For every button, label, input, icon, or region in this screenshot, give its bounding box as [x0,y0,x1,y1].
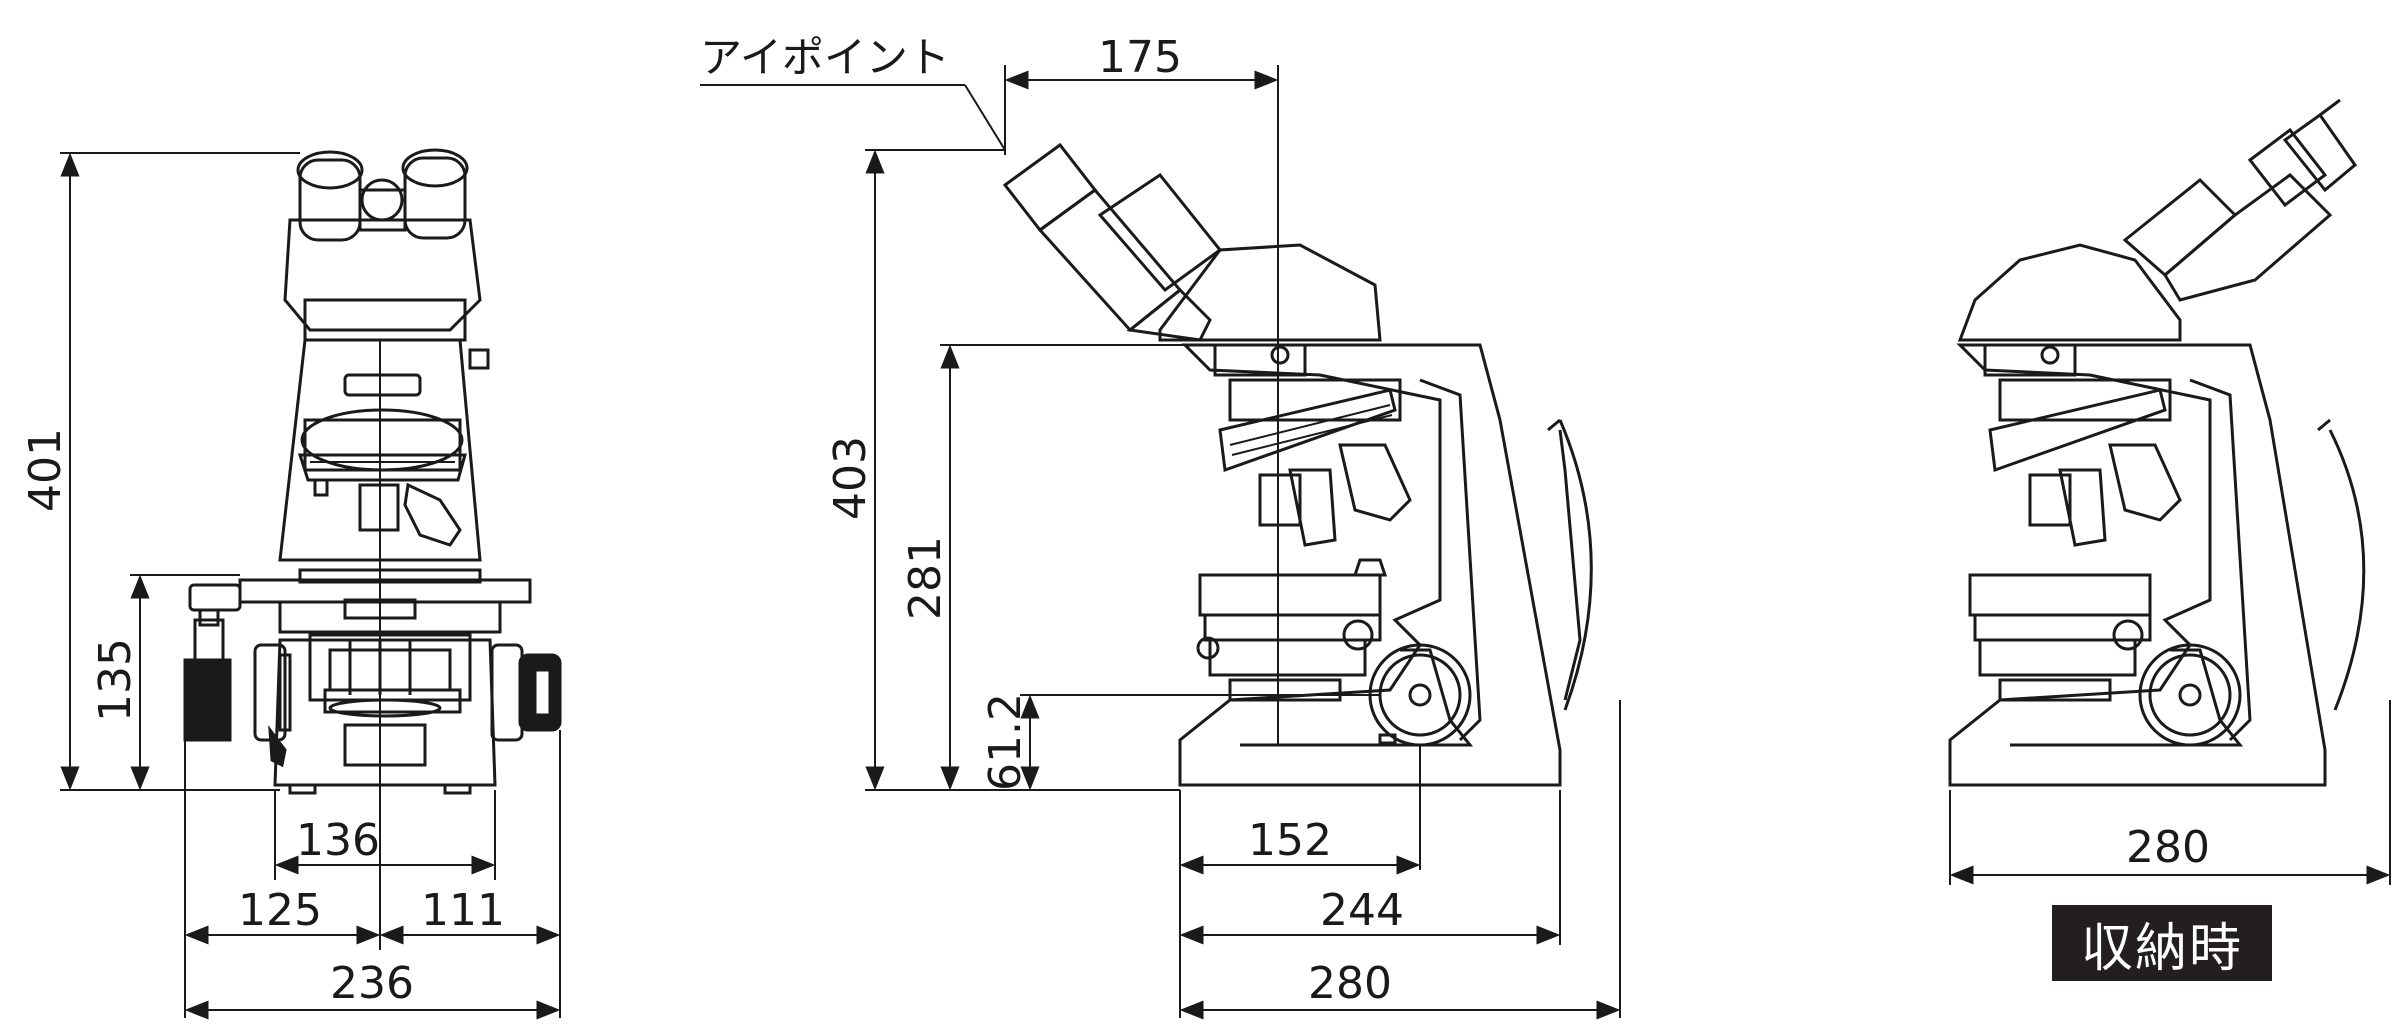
label-focus-knob-offset: 152 [1248,815,1332,866]
label-base-depth: 244 [1320,885,1404,936]
front-focus-knobs-illustration [183,608,562,768]
side-eyepieces-illustration [1002,142,1382,342]
side-handle-illustration [1547,418,1593,711]
front-view [183,148,562,795]
side-focus-knob-illustration [1368,643,1472,747]
stowed-arm-illustration [1948,343,2327,787]
side-dimension-labels: アイポイント 175 403 281 61.2 152 244 280 [700,32,1404,1009]
label-stowed-total-depth: 280 [2126,822,2210,873]
stowed-handle-illustration [2317,418,2366,711]
stowed-view [1948,98,2366,787]
stowed-badge-label: 収納時 [2080,918,2243,979]
stowed-dimensions [1949,700,2391,885]
side-view [1002,142,1593,787]
label-eyepoint-height: 403 [825,436,876,520]
label-front-right-extent: 111 [421,885,505,936]
label-focus-knob-height: 61.2 [980,693,1031,791]
stowed-eyepieces-illustration [1957,98,2358,342]
label-front-stage-height: 135 [90,638,141,722]
label-eyepoint: アイポイント [700,33,950,82]
front-dimensions [60,152,561,1020]
stowed-stage-illustration [1968,573,2152,702]
stowed-nosepiece-illustration [1988,378,2182,547]
front-dimension-labels: 401 135 136 125 111 236 [20,428,505,1009]
stowed-dimension-labels: 280 [2126,822,2210,873]
label-front-total-width: 236 [330,958,414,1009]
label-eyepoint-horizontal: 175 [1098,32,1182,83]
label-stage-top-height: 281 [900,536,951,620]
stowed-focus-knob-illustration [2138,643,2242,747]
front-body-illustration [278,338,490,562]
front-stage-illustration [188,568,532,795]
label-front-height: 401 [20,428,71,512]
label-front-left-extent: 125 [238,885,322,936]
side-stage-illustration [1196,558,1388,702]
stowed-badge: 収納時 [2052,905,2272,981]
side-nosepiece-illustration [1218,378,1412,547]
side-dimensions [700,65,1621,1020]
label-front-base-width: 136 [296,815,380,866]
label-side-total-depth: 280 [1308,958,1392,1009]
front-eyepieces-illustration [283,148,482,342]
